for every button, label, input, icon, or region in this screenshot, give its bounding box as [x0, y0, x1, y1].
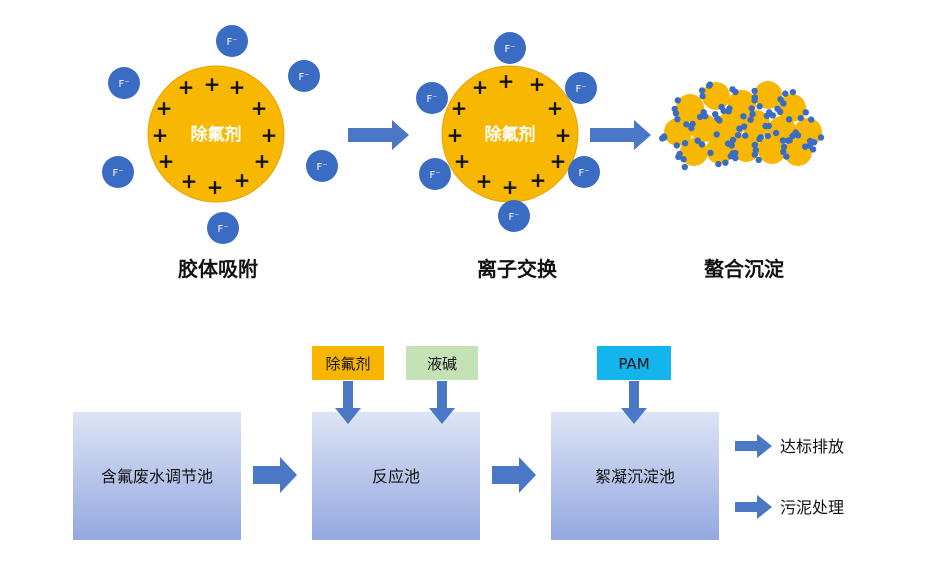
reagent2-label: 液碱 [427, 355, 457, 373]
svg-text:F⁻: F⁻ [426, 94, 437, 105]
tank1-label: 含氟废水调节池 [101, 467, 213, 486]
tank3-label: 絮凝沉淀池 [595, 467, 675, 486]
charge: + [181, 169, 198, 193]
charge: + [476, 169, 493, 193]
arrow-right-icon [253, 457, 297, 493]
output1-label: 达标排放 [780, 437, 844, 456]
svg-text:F⁻: F⁻ [226, 37, 237, 48]
svg-text:F⁻: F⁻ [112, 168, 123, 179]
positive-charges: + + + + + + + + + + + + [152, 72, 278, 199]
svg-text:F⁻: F⁻ [118, 79, 129, 90]
charge: + [204, 72, 221, 96]
stage-ion-exchange: 除氟剂 + + + + + + + + + + + + F⁻ F⁻ F⁻ F⁻ … [416, 32, 600, 281]
charge: + [454, 149, 471, 173]
stage2-label: 离子交换 [477, 257, 558, 281]
fluoride-ion: F⁻ [419, 158, 451, 190]
charge: + [261, 123, 278, 147]
svg-text:F⁻: F⁻ [429, 170, 440, 181]
fluoride-ion: F⁻ [565, 72, 597, 104]
fluoride-ion: F⁻ [494, 32, 526, 64]
charge: + [156, 96, 173, 120]
charge: + [555, 123, 572, 147]
charge: + [547, 96, 564, 120]
stage3-label: 螯合沉淀 [704, 257, 785, 281]
charge: + [550, 149, 567, 173]
fluoride-ion: F⁻ [568, 156, 600, 188]
charge: + [207, 175, 224, 199]
svg-text:F⁻: F⁻ [578, 168, 589, 179]
charge: + [498, 69, 515, 93]
fluoride-ion: F⁻ [416, 82, 448, 114]
agent-particle [147, 65, 285, 203]
svg-text:F⁻: F⁻ [508, 212, 519, 223]
charge: + [152, 123, 169, 147]
stage1-label: 胶体吸附 [178, 257, 258, 281]
arrow-right-icon [735, 434, 772, 458]
charge: + [158, 149, 175, 173]
reagent1-label: 除氟剂 [325, 355, 370, 373]
charge: + [251, 96, 268, 120]
svg-text:F⁻: F⁻ [504, 44, 515, 55]
agent-label: 除氟剂 [191, 124, 242, 145]
charge: + [254, 149, 271, 173]
charge: + [529, 72, 546, 96]
arrow-down-icon [335, 381, 361, 424]
tank-regulating [73, 412, 241, 540]
process-flow: 含氟废水调节池 反应池 除氟剂 液碱 絮凝沉淀池 PAM 达标排放 污泥处理 [73, 346, 844, 540]
charge: + [472, 75, 489, 99]
fluoride-ion: F⁻ [498, 200, 530, 232]
svg-text:F⁻: F⁻ [298, 72, 309, 83]
svg-text:F⁻: F⁻ [316, 162, 327, 173]
svg-text:F⁻: F⁻ [575, 84, 586, 95]
stage-chelation: 螯合沉淀 [659, 81, 825, 281]
arrow-right-icon [348, 120, 409, 150]
reagent-alkali-box [406, 346, 478, 380]
arrow-right-icon [492, 457, 536, 493]
arrow-down-icon [429, 381, 455, 424]
charge: + [229, 75, 246, 99]
stage-adsorption: 除氟剂 + + + + + + + + + + + + F⁻ F⁻ F⁻ F⁻ … [102, 25, 338, 281]
arrow-right-icon [590, 120, 651, 150]
fluoride-ion: F⁻ [306, 150, 338, 182]
fluoride-ions: F⁻ F⁻ F⁻ F⁻ F⁻ F⁻ [102, 25, 338, 244]
fluoride-ion: F⁻ [207, 212, 239, 244]
charge: + [234, 168, 251, 192]
charge: + [530, 168, 547, 192]
positive-charges: + + + + + + + + + + + + [447, 69, 572, 199]
fluoride-ions: F⁻ F⁻ F⁻ F⁻ F⁻ F⁻ [416, 32, 600, 232]
fluoride-ion: F⁻ [102, 156, 134, 188]
reagent-pam-box [597, 346, 671, 380]
output2-label: 污泥处理 [780, 498, 844, 517]
precipitate-cluster-icon [659, 81, 825, 171]
fluoride-ion: F⁻ [288, 60, 320, 92]
tank2-label: 反应池 [372, 467, 420, 486]
fluoride-ion: F⁻ [108, 67, 140, 99]
fluoride-ion: F⁻ [216, 25, 248, 57]
arrow-right-icon [735, 495, 772, 519]
svg-text:F⁻: F⁻ [217, 224, 228, 235]
charge: + [447, 123, 464, 147]
charge: + [451, 96, 468, 120]
agent-label: 除氟剂 [485, 124, 536, 145]
tank-reaction [312, 412, 480, 540]
arrow-down-icon [621, 381, 647, 424]
charge: + [178, 75, 195, 99]
charge: + [502, 175, 519, 199]
tank-flocculation [551, 412, 719, 540]
reagent3-label: PAM [618, 355, 649, 373]
reagent-agent-box [312, 346, 384, 380]
